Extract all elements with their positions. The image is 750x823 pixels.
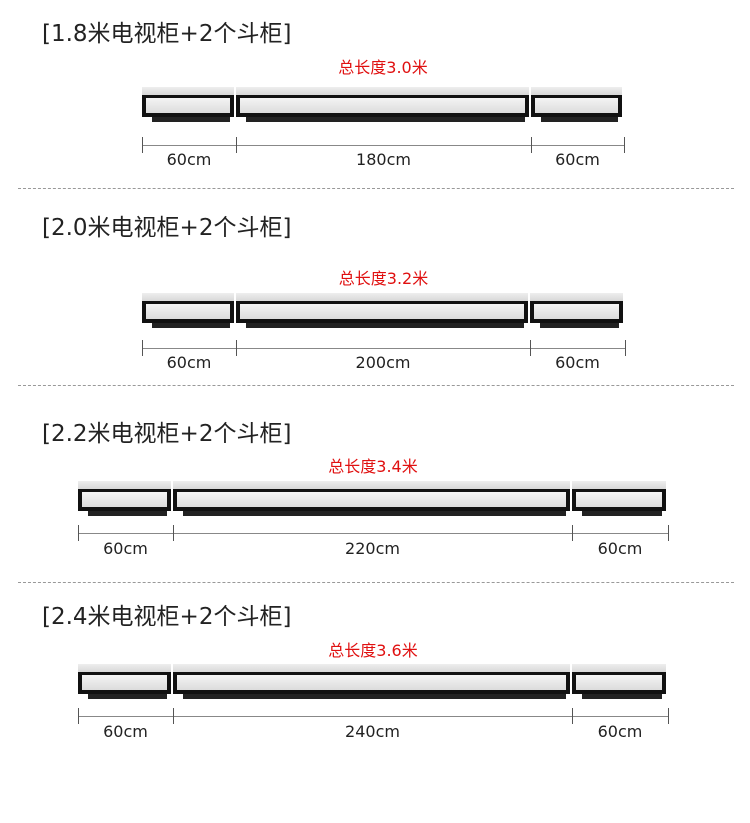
cabinet-front — [177, 675, 566, 690]
cabinet-top — [530, 293, 623, 301]
cabinet-top — [142, 87, 234, 95]
cabinet-base — [152, 117, 230, 122]
cabinet-front — [240, 98, 525, 113]
cabinet-top — [236, 293, 528, 301]
cabinet-front — [82, 675, 167, 690]
dimension-tick — [572, 708, 573, 724]
cabinet-top — [142, 293, 234, 301]
dimension-tick — [530, 340, 531, 356]
dimension-tick — [668, 708, 669, 724]
side-cabinet-left — [142, 293, 234, 329]
dimension-tick — [142, 137, 143, 153]
dimension-label: 60cm — [555, 353, 600, 372]
cabinet-front — [576, 492, 662, 507]
cabinet-top — [78, 664, 171, 672]
cabinet-front — [177, 492, 566, 507]
side-cabinet-left — [142, 87, 234, 123]
dimension-label: 180cm — [356, 150, 411, 169]
cabinet-base — [183, 511, 566, 516]
dimension-tick — [142, 340, 143, 356]
total-length-label: 总长度3.0米 — [338, 58, 428, 77]
side-cabinet-right — [531, 87, 622, 123]
cabinet-base — [582, 694, 662, 699]
side-cabinet-right — [572, 664, 666, 700]
dimension-tick — [78, 708, 79, 724]
dimension-label: 60cm — [597, 539, 643, 558]
tv-cabinet — [236, 293, 528, 329]
cabinet-base — [88, 694, 167, 699]
section-divider — [18, 582, 734, 583]
section-title: [2.4米电视柜+2个斗柜] — [42, 604, 292, 630]
cabinet-base — [540, 323, 619, 328]
section-title: [2.0米电视柜+2个斗柜] — [42, 215, 292, 241]
side-cabinet-left — [78, 664, 171, 700]
dimension-line — [142, 348, 625, 349]
dimension-label: 220cm — [345, 539, 400, 558]
tv-cabinet — [173, 664, 570, 700]
cabinet-base — [183, 694, 566, 699]
side-cabinet-right — [530, 293, 623, 329]
dimension-label: 60cm — [597, 722, 643, 741]
side-cabinet-left — [78, 481, 171, 517]
tv-cabinet — [236, 87, 529, 123]
dimension-line — [78, 533, 668, 534]
tv-cabinet — [173, 481, 570, 517]
cabinet-front — [146, 98, 230, 113]
cabinet-top — [78, 481, 171, 489]
dimension-tick — [668, 525, 669, 541]
cabinet-front — [146, 304, 230, 319]
section-title: [1.8米电视柜+2个斗柜] — [42, 21, 292, 47]
dimension-label: 60cm — [103, 539, 148, 558]
dimension-tick — [531, 137, 532, 153]
dimension-label: 240cm — [345, 722, 400, 741]
section-divider — [18, 385, 734, 386]
dimension-tick — [572, 525, 573, 541]
total-length-label: 总长度3.2米 — [338, 269, 429, 288]
cabinet-front — [576, 675, 662, 690]
dimension-tick — [78, 525, 79, 541]
cabinet-base — [246, 117, 525, 122]
section-divider — [18, 188, 734, 189]
cabinet-base — [246, 323, 524, 328]
section-title: [2.2米电视柜+2个斗柜] — [42, 421, 292, 447]
cabinet-base — [541, 117, 618, 122]
cabinet-base — [152, 323, 230, 328]
cabinet-front — [535, 98, 618, 113]
dimension-label: 60cm — [103, 722, 148, 741]
cabinet-top — [572, 481, 666, 489]
cabinet-top — [236, 87, 529, 95]
dimension-tick — [624, 137, 625, 153]
cabinet-base — [582, 511, 662, 516]
dimension-line — [142, 145, 624, 146]
cabinet-top — [173, 664, 570, 672]
dimension-label: 200cm — [355, 353, 411, 372]
side-cabinet-right — [572, 481, 666, 517]
dimension-tick — [173, 708, 174, 724]
total-length-label: 总长度3.4米 — [328, 457, 418, 476]
dimension-line — [78, 716, 668, 717]
dimension-tick — [173, 525, 174, 541]
dimension-tick — [625, 340, 626, 356]
cabinet-base — [88, 511, 167, 516]
dimension-tick — [236, 137, 237, 153]
cabinet-front — [240, 304, 524, 319]
dimension-label: 60cm — [166, 353, 212, 372]
cabinet-top — [572, 664, 666, 672]
cabinet-front — [534, 304, 619, 319]
total-length-label: 总长度3.6米 — [328, 641, 418, 660]
dimension-label: 60cm — [555, 150, 600, 169]
dimension-tick — [236, 340, 237, 356]
dimension-label: 60cm — [166, 150, 212, 169]
cabinet-front — [82, 492, 167, 507]
cabinet-top — [531, 87, 622, 95]
cabinet-top — [173, 481, 570, 489]
